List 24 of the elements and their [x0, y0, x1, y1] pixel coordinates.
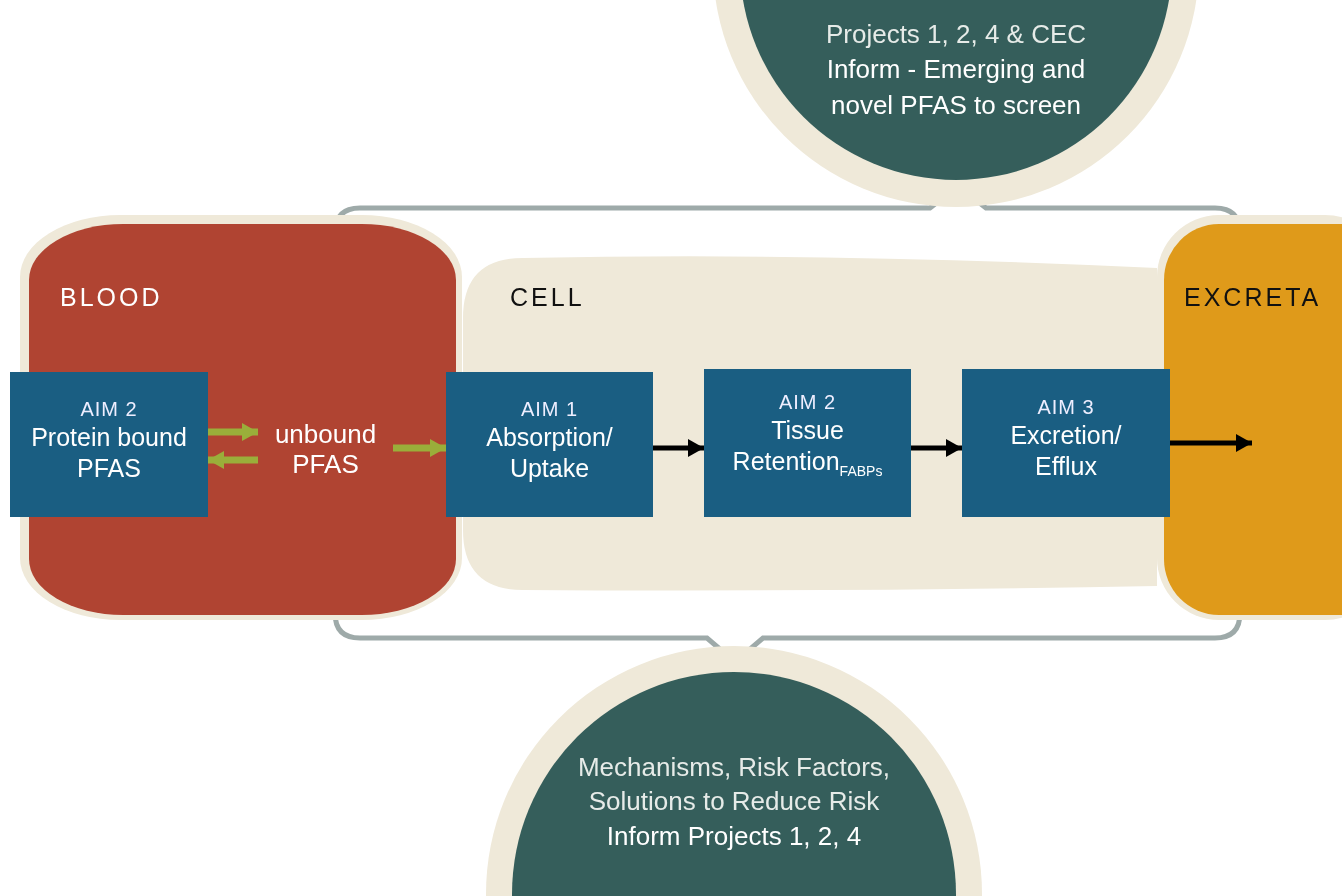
circle-text: Projects 1, 2, 4 & CEC: [825, 18, 1087, 51]
aim-box: [10, 372, 208, 517]
aim-box: [962, 369, 1170, 517]
aim-heading: AIM 3: [1037, 395, 1095, 420]
arrow: [1170, 434, 1252, 452]
circle-heading: Inform Projects 1, 2, 4: [606, 820, 862, 853]
aim-heading: AIM 2: [778, 390, 837, 415]
arrow: [911, 439, 962, 457]
arrow: [653, 439, 704, 457]
circle-text: Mechanisms, Risk Factors, Solutions to Reduce Risk: [576, 751, 892, 818]
aim-box: [446, 372, 653, 517]
aim-title: Excretion/ Efflux: [1009, 420, 1123, 482]
circle-heading: Inform - Emerging and novel PFAS to screen: [825, 53, 1087, 122]
aim-title: Tissue Retention$_{FABPs}$: [731, 415, 884, 481]
compartment-label: CELL: [510, 283, 585, 312]
compartment-label: BLOOD: [60, 283, 163, 312]
aim-heading: AIM 2: [80, 396, 138, 422]
pfas-label: unbound PFAS: [273, 419, 378, 479]
aim-title: Absorption/ Uptake: [485, 421, 614, 484]
aim-heading: AIM 1: [520, 396, 579, 422]
aim-title: Protein bound PFAS: [30, 421, 188, 484]
compartment-label: EXCRETA: [1184, 283, 1322, 312]
aim-box: [704, 369, 911, 517]
excreta-compartment: [1157, 215, 1342, 620]
